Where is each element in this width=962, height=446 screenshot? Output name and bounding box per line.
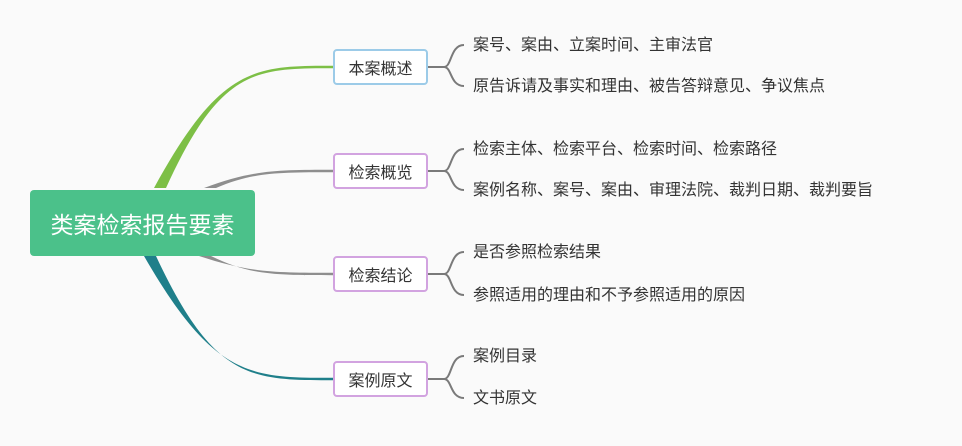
branch-node-label: 案例原文 (348, 371, 413, 390)
branch-node-label: 检索结论 (348, 266, 413, 285)
leaf-bracket-overview (428, 44, 465, 87)
leaf-node[interactable]: 文书原文 (473, 388, 538, 407)
leaf-node[interactable]: 参照适用的理由和不予参照适用的原因 (473, 285, 746, 304)
leaf-bracket-original-text (428, 355, 465, 399)
leaf-bracket-search-summary (428, 148, 465, 191)
leaf-node[interactable]: 原告诉请及事实和理由、被告答辩意见、争议焦点 (473, 76, 826, 95)
branch-node-case-overview[interactable]: 本案概述 (333, 49, 428, 85)
branch-node-label: 本案概述 (348, 59, 413, 78)
leaf-node[interactable]: 检索主体、检索平台、检索时间、检索路径 (473, 139, 778, 158)
leaf-node[interactable]: 是否参照检索结果 (473, 242, 602, 261)
leaf-bracket-conclusion (428, 251, 465, 296)
leaf-node[interactable]: 案例名称、案号、案由、审理法院、裁判日期、裁判要旨 (473, 180, 874, 199)
branch-node-case-original[interactable]: 案例原文 (333, 361, 428, 397)
root-link-overview (154, 65, 333, 188)
leaf-node[interactable]: 案例目录 (473, 346, 538, 365)
root-link-search-summary (204, 169, 333, 188)
branch-node-search-summary[interactable]: 检索概览 (333, 153, 428, 189)
branch-node-search-conclusion[interactable]: 检索结论 (333, 256, 428, 292)
branch-node-label: 检索概览 (348, 163, 413, 182)
root-link-conclusion (199, 256, 333, 276)
root-node-label: 类案检索报告要素 (50, 213, 235, 239)
root-node[interactable]: 类案检索报告要素 (30, 190, 255, 256)
leaf-node[interactable]: 案号、案由、立案时间、主审法官 (473, 35, 714, 54)
